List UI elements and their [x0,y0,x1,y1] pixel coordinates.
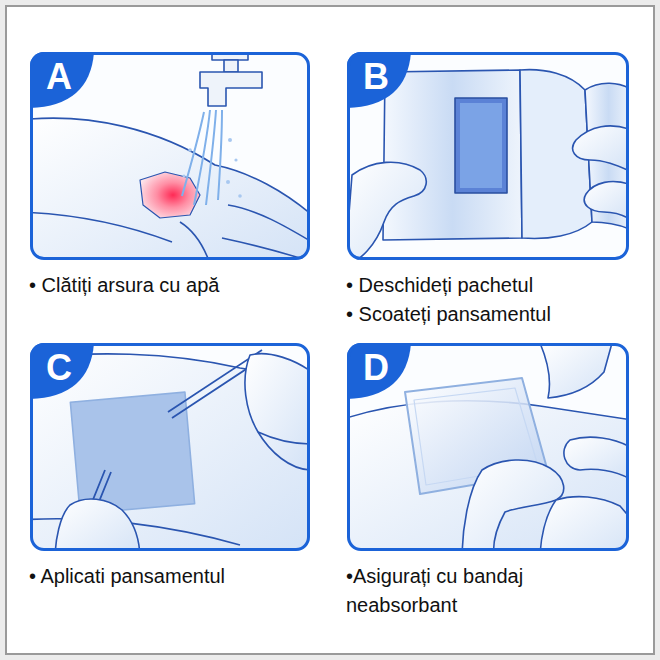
instruction-panel: D•Asigurați cu bandaj neabsorbant [347,343,629,551]
step-caption: • Aplicati pansamentul [29,562,329,591]
secure-illustration [347,343,629,551]
caption-group: •Asigurați cu bandaj neabsorbant [346,562,608,620]
caption-group: • Aplicati pansamentul [29,562,329,591]
letter-badge [30,52,411,399]
frame [6,6,654,654]
caption-group: • Clătiți arsura cu apă [29,271,329,300]
instruction-panel: B• Deschideți pachetul• Scoateți pansame… [347,52,629,260]
instruction-panel: C• Aplicati pansamentul [30,343,310,551]
step-letter: D [347,343,405,393]
instruction-panel: A• Clătiți arsura cu apă [30,52,310,260]
step-caption: • Clătiți arsura cu apă [29,271,329,300]
step-letter: A [30,52,88,102]
package-illustration [347,70,629,260]
step-caption: • Scoateți pansamentul [346,300,641,329]
step-letter: C [30,343,88,393]
step-caption: • Deschideți pachetul [346,271,641,300]
caption-group: • Deschideți pachetul• Scoateți pansamen… [346,271,641,329]
step-letter: B [347,52,405,102]
step-caption: •Asigurați cu bandaj neabsorbant [346,562,608,620]
